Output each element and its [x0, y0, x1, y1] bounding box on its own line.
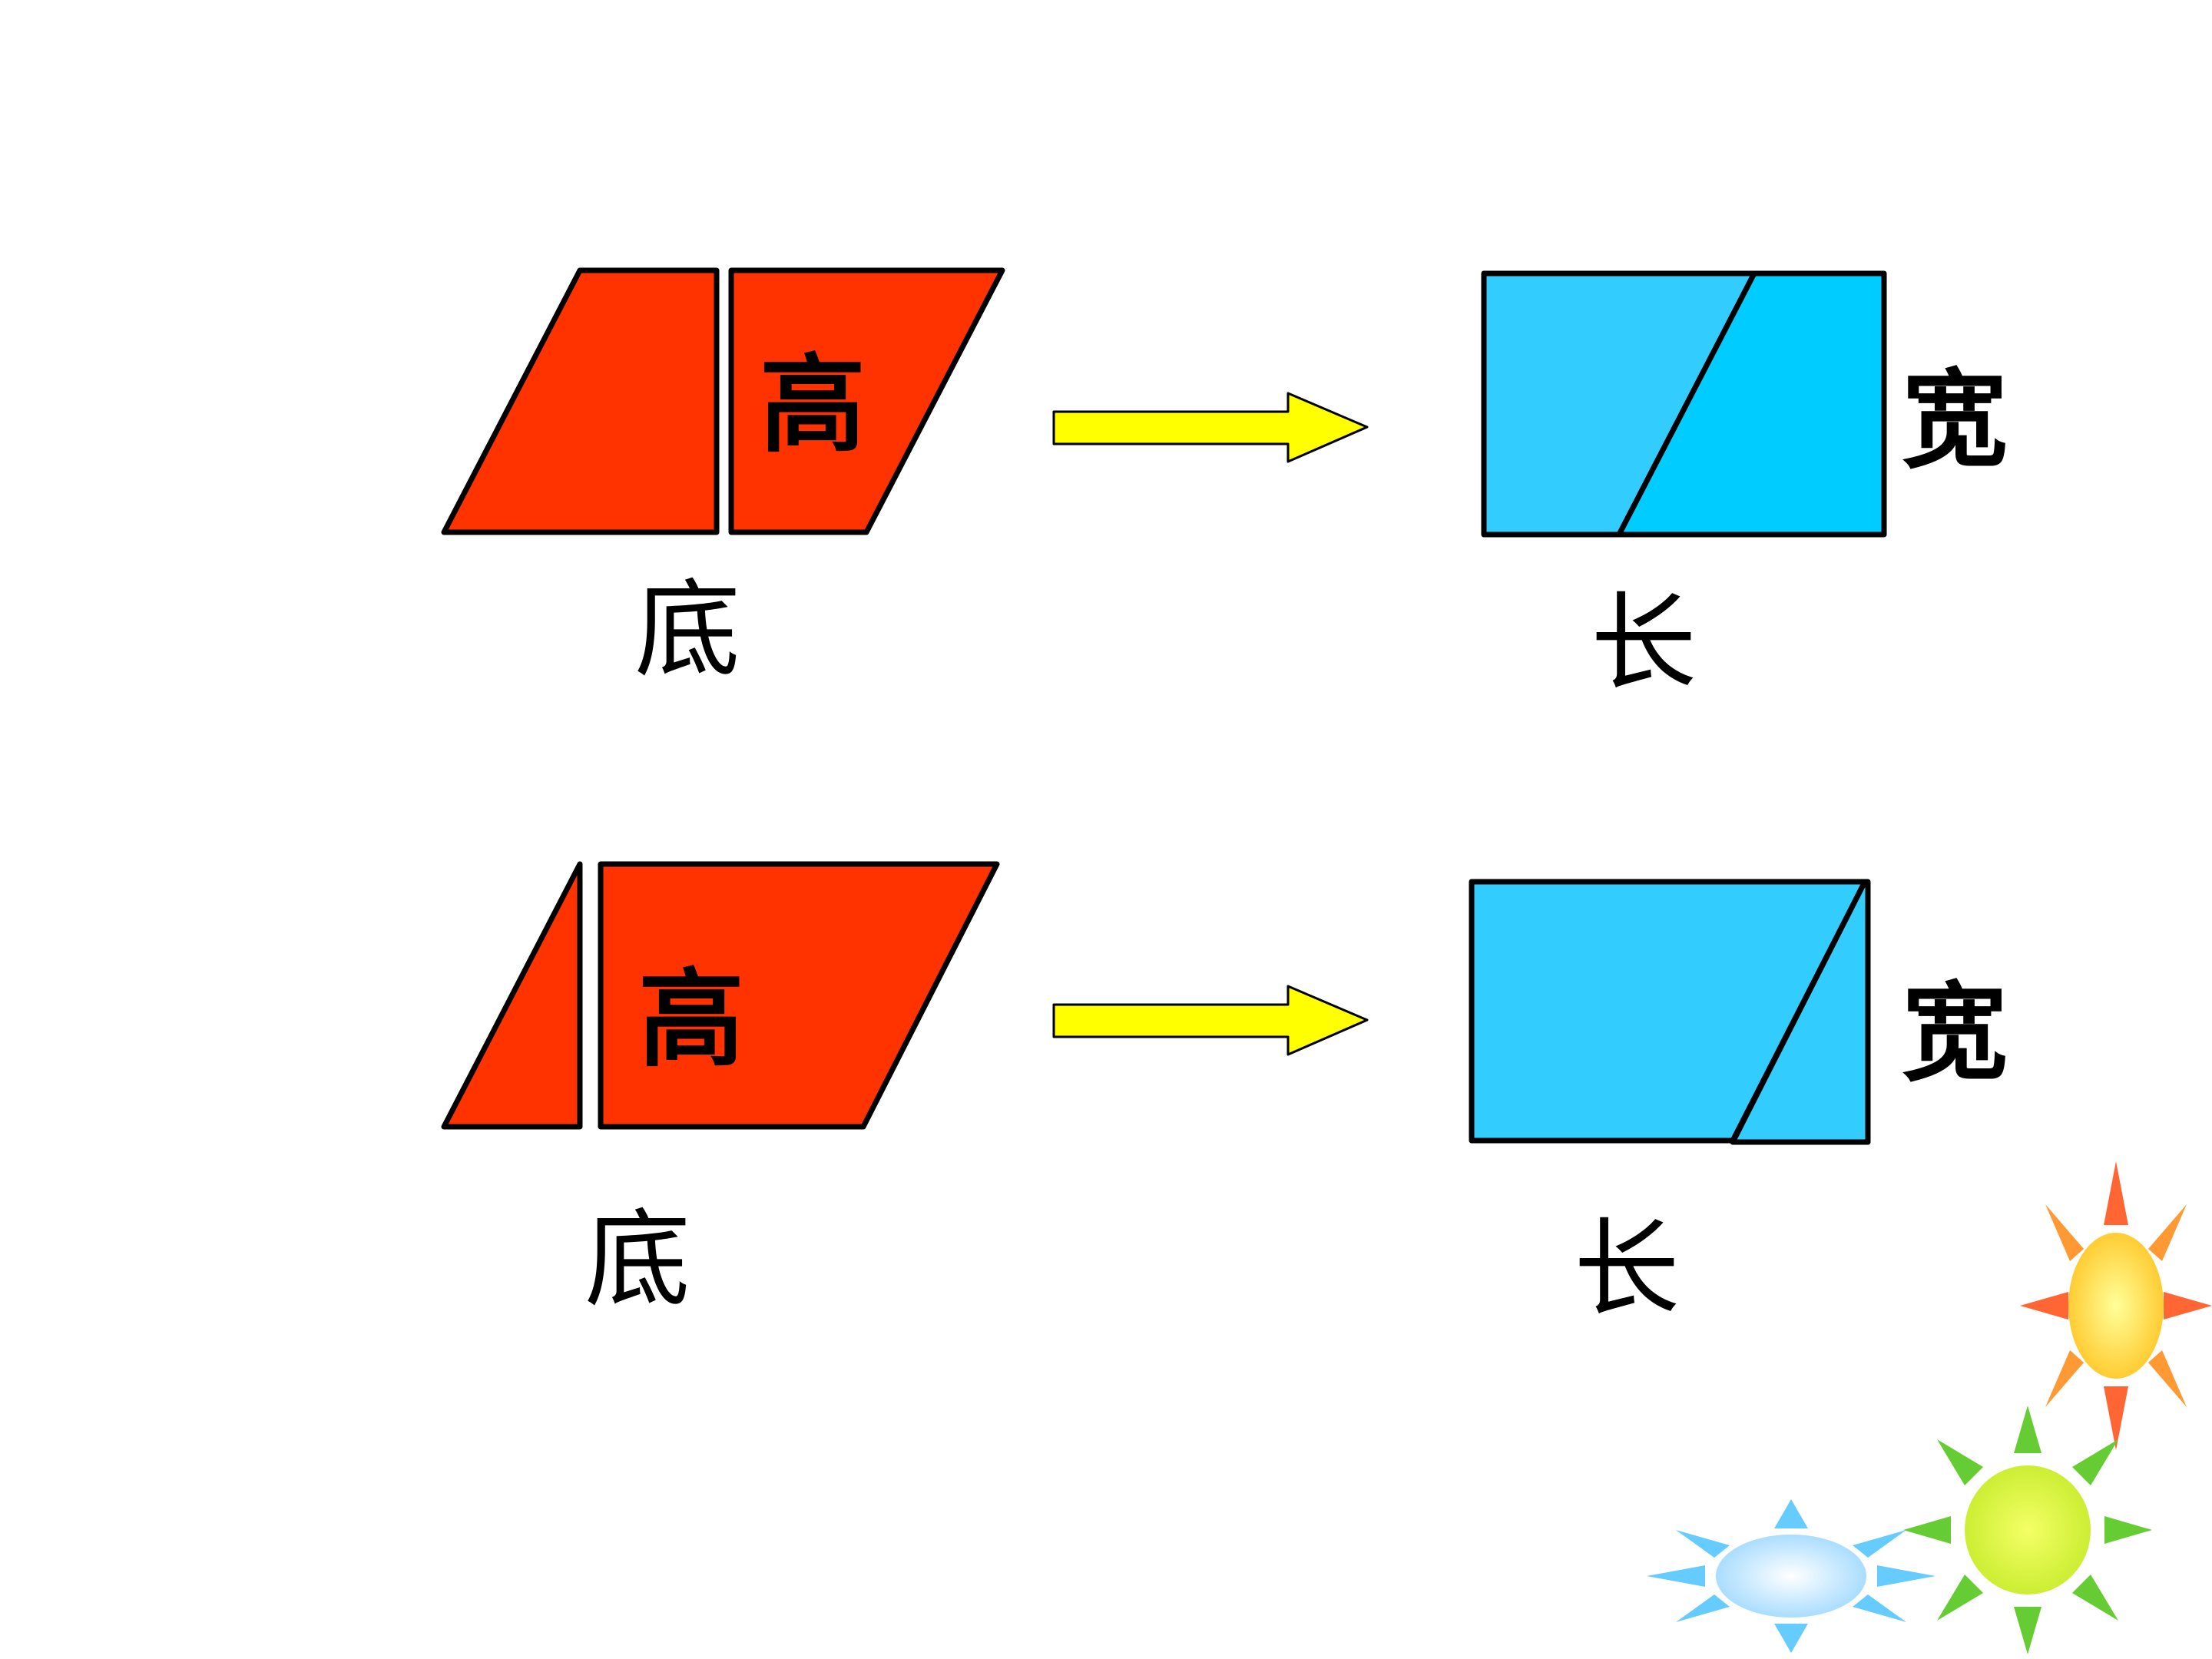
- triangle-piece: [441, 861, 583, 1130]
- sun-green-core: [1965, 1465, 2091, 1594]
- sun-green-icon: [1903, 1406, 2152, 1654]
- transform-arrow: [1052, 392, 1369, 463]
- sun-blue-icon: [1647, 1499, 1936, 1653]
- trapezoid-piece: [598, 861, 1000, 1130]
- row-2: 高 底 宽 长: [441, 861, 2008, 1331]
- sun-blue-core: [1716, 1535, 1866, 1618]
- height-label: 高: [638, 956, 744, 1081]
- rectangle-right-part: [1616, 270, 1887, 538]
- length-label: 长: [1591, 581, 1697, 705]
- row-1: 高 底 宽 长: [441, 267, 2008, 705]
- width-label: 宽: [1902, 357, 2008, 482]
- parallelogram-right-piece: [728, 267, 1005, 535]
- transform-arrow: [1052, 985, 1369, 1056]
- width-label: 宽: [1902, 970, 2008, 1095]
- rectangle-triangle-part: [1730, 879, 1871, 1145]
- sun-blue-rays: [1647, 1499, 1936, 1653]
- height-label: 高: [760, 342, 866, 467]
- sun-orange-core: [2068, 1233, 2164, 1379]
- base-label: 底: [584, 1198, 690, 1322]
- sun-orange-rays: [2020, 1161, 2212, 1450]
- base-label: 底: [634, 568, 740, 692]
- parallelogram-left-piece: [441, 267, 720, 535]
- sun-orange-icon: [2020, 1161, 2212, 1450]
- sun-green-rays: [1903, 1406, 2152, 1654]
- length-label: 长: [1574, 1207, 1680, 1331]
